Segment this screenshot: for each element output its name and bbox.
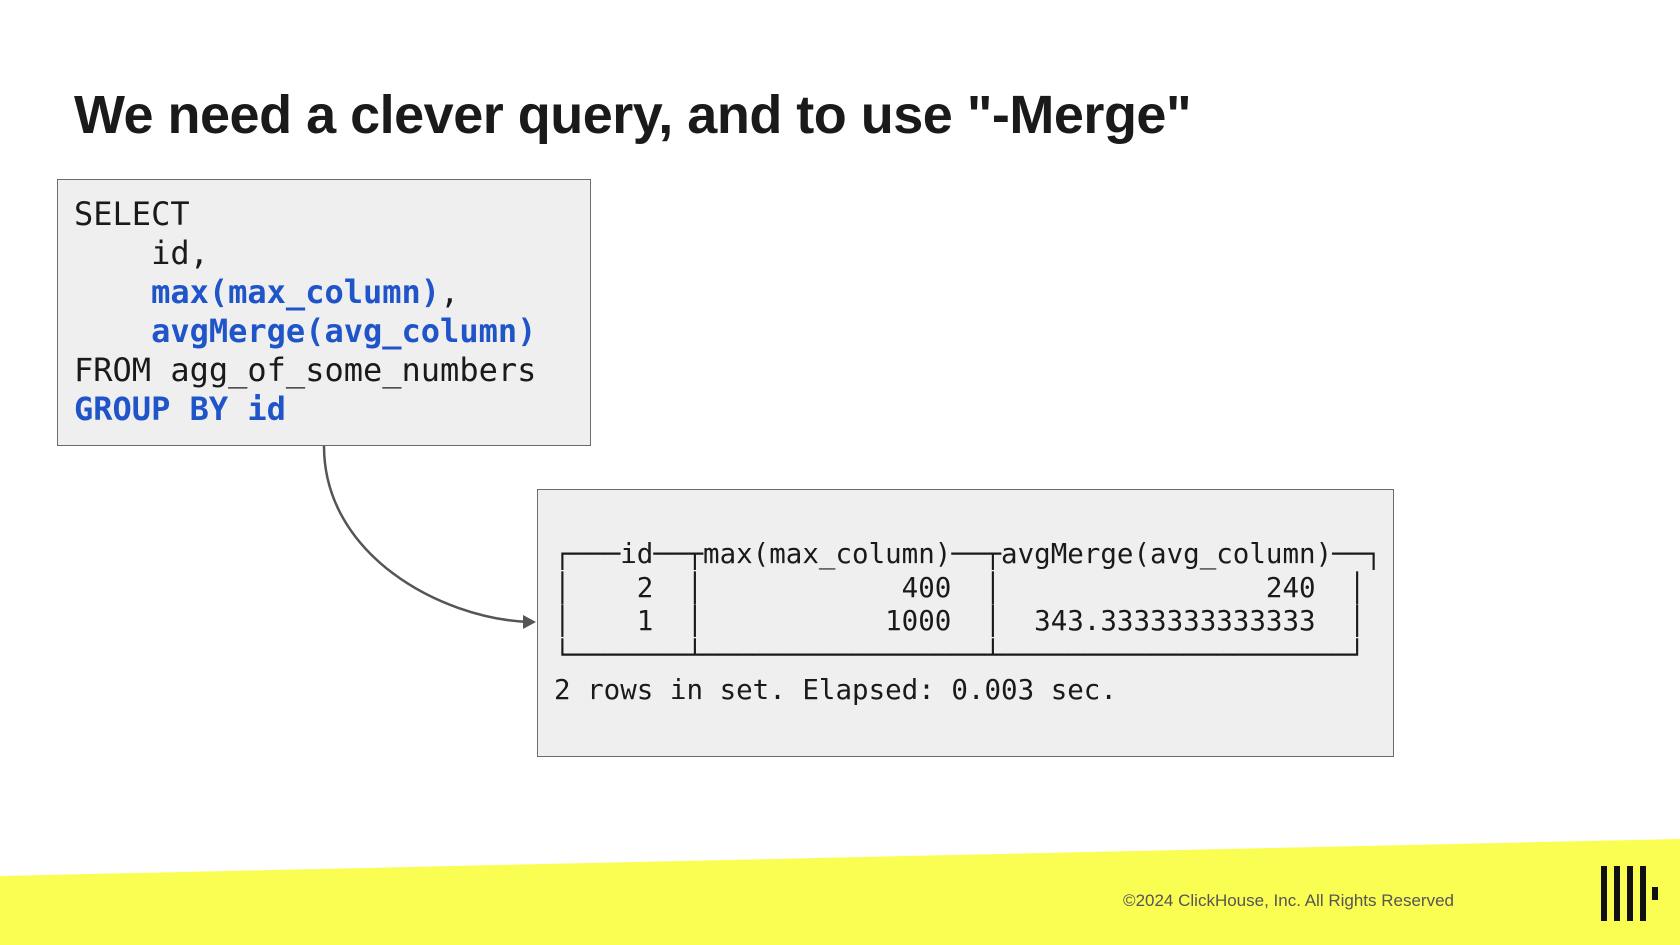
result-header-row: ┌───id──┬max(max_column)──┬avgMerge(avg_… bbox=[554, 538, 1382, 570]
sql-line: GROUP BY id bbox=[74, 390, 286, 428]
sql-keyword: avgMerge(avg_column) bbox=[74, 312, 537, 350]
sql-line: SELECT bbox=[74, 195, 190, 233]
footer-band-shape bbox=[0, 839, 1680, 945]
flow-arrow-curve bbox=[322, 445, 529, 624]
sql-query-code: SELECT id, max(max_column), avgMerge(avg… bbox=[74, 195, 536, 429]
sql-line: max(max_column), bbox=[74, 273, 459, 311]
logo-bar bbox=[1640, 866, 1646, 921]
sql-query-box: SELECT id, max(max_column), avgMerge(avg… bbox=[57, 179, 591, 446]
copyright-text: ©2024 ClickHouse, Inc. All Rights Reserv… bbox=[1123, 891, 1454, 910]
logo-bar-short bbox=[1652, 887, 1658, 900]
flow-arrow-head bbox=[523, 615, 536, 629]
logo-bar bbox=[1601, 866, 1607, 921]
query-result-box: ┌───id──┬max(max_column)──┬avgMerge(avg_… bbox=[537, 489, 1394, 757]
result-row: │ 2 │ 400 │ 240 │ bbox=[554, 571, 1366, 604]
sql-line: avgMerge(avg_column) bbox=[74, 312, 536, 350]
sql-text: id, bbox=[74, 234, 209, 272]
sql-line: id, bbox=[74, 234, 209, 272]
result-table: ┌───id──┬max(max_column)──┬avgMerge(avg_… bbox=[554, 538, 1382, 672]
clickhouse-logo bbox=[1601, 866, 1659, 921]
result-row: │ 1 │ 1000 │ 343.3333333333333 │ bbox=[554, 605, 1366, 637]
logo-bar bbox=[1614, 866, 1620, 921]
sql-keyword: GROUP BY id bbox=[74, 390, 286, 428]
logo-bar bbox=[1627, 866, 1633, 921]
result-summary: 2 rows in set. Elapsed: 0.003 sec. bbox=[554, 674, 1117, 706]
sql-line: FROM agg_of_some_numbers bbox=[74, 351, 536, 389]
slide-title: We need a clever query, and to use "-Mer… bbox=[74, 85, 1192, 145]
sql-text: SELECT bbox=[74, 195, 190, 233]
sql-text: , bbox=[440, 273, 460, 311]
sql-text: FROM agg_of_some_numbers bbox=[74, 351, 537, 389]
result-bottom-border: └───────┴─────────────────┴─────────────… bbox=[554, 638, 1366, 671]
sql-keyword: max(max_column) bbox=[74, 273, 441, 311]
